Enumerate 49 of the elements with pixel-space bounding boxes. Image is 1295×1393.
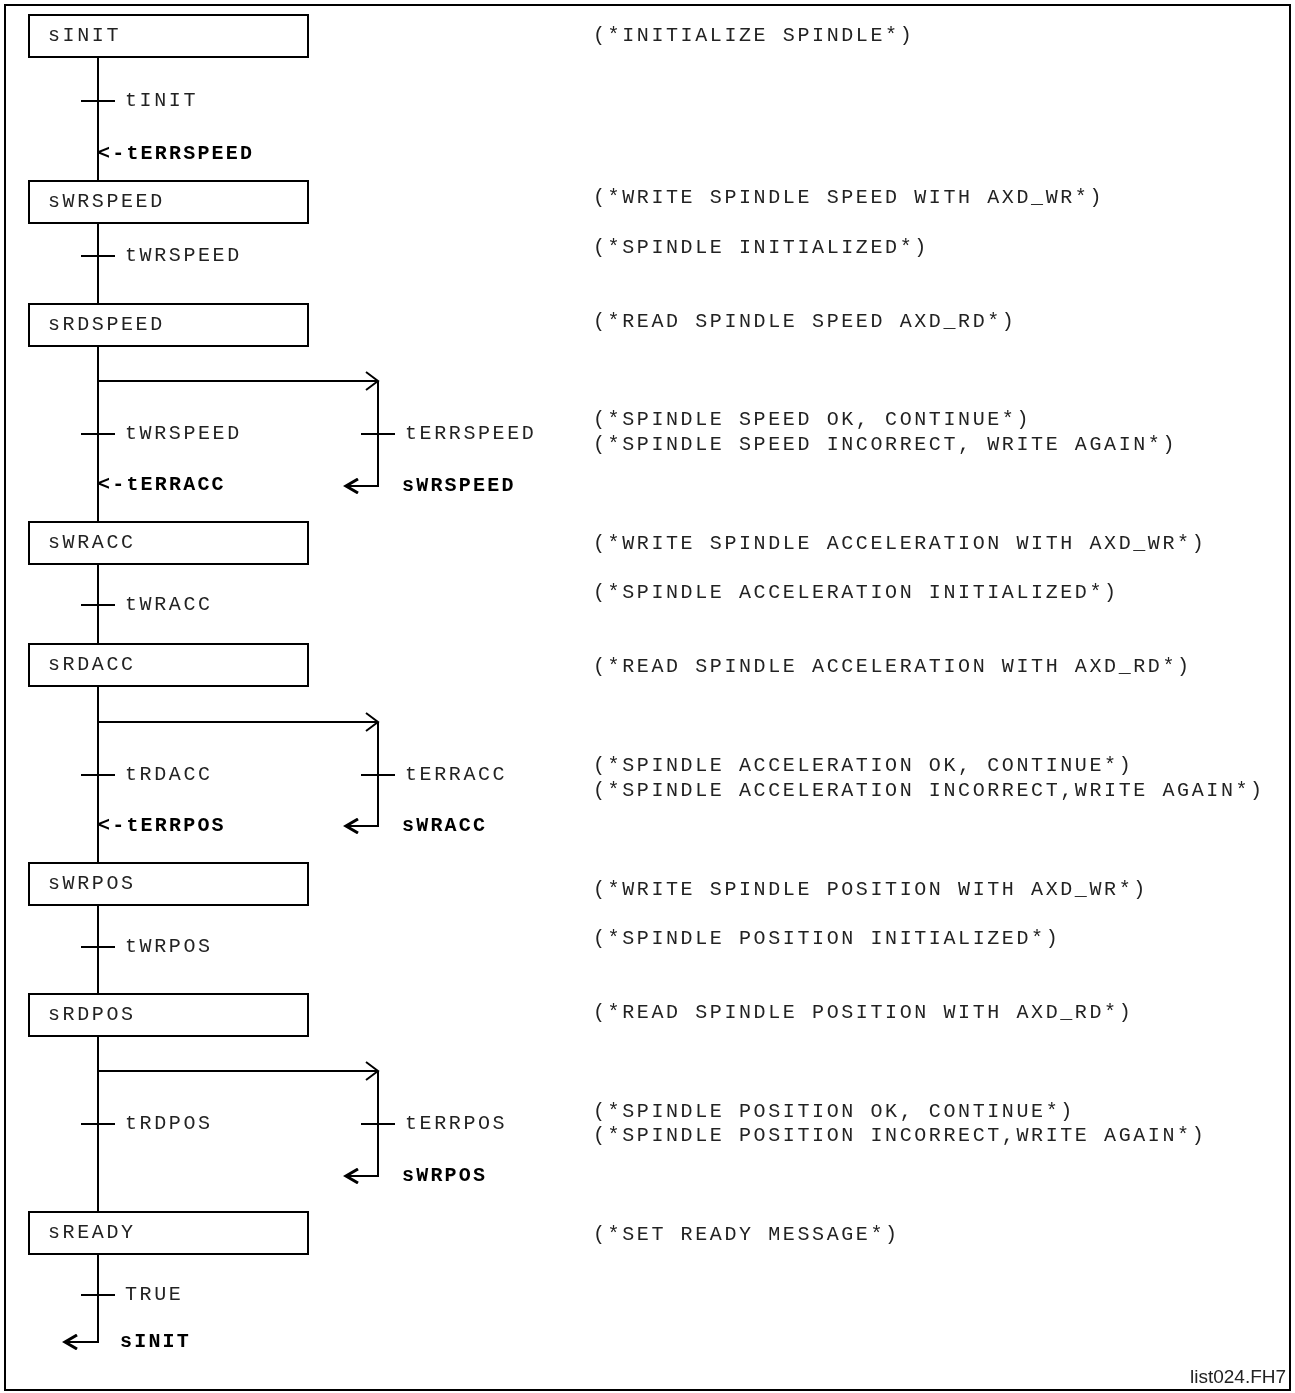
- step-box: sWRPOS: [28, 862, 309, 906]
- step-box: sRDACC: [28, 643, 309, 687]
- transition-label: tWRSPEED: [125, 422, 242, 446]
- jump-target-label: sINIT: [65, 1330, 191, 1354]
- transition-comment: (*READ SPINDLE SPEED AXD_RD*): [593, 310, 1017, 334]
- transition-comment: (*READ SPINDLE POSITION WITH AXD_RD*): [593, 1001, 1134, 1025]
- jump-source-label: <-tERRSPEED: [98, 142, 255, 166]
- step-box: sREADY: [28, 1211, 309, 1255]
- transition-comment: (*WRITE SPINDLE ACCELERATION WITH AXD_WR*): [593, 532, 1207, 556]
- sequence-line: [80, 564, 116, 644]
- transition-comment: (*SPINDLE INITIALIZED*): [593, 236, 929, 260]
- transition-label: tERRSPEED: [405, 422, 537, 446]
- transition-comment: (*SPINDLE SPEED OK, CONTINUE*): [593, 408, 1032, 432]
- sequence-line: [80, 57, 116, 181]
- jump-source-label: <-tERRPOS: [98, 814, 226, 838]
- transition-comment: (*INITIALIZE SPINDLE*): [593, 24, 915, 48]
- transition-comment: (*SPINDLE POSITION INCORRECT,WRITE AGAIN*): [593, 1124, 1207, 1148]
- transition-comment: (*WRITE SPINDLE SPEED WITH AXD_WR*): [593, 186, 1105, 210]
- transition-comment: (*SPINDLE POSITION OK, CONTINUE*): [593, 1100, 1075, 1124]
- transition-comment: (*WRITE SPINDLE POSITION WITH AXD_WR*): [593, 878, 1148, 902]
- transition-label: tRDPOS: [125, 1112, 213, 1136]
- transition-label: tWRSPEED: [125, 244, 242, 268]
- transition-comment: (*SPINDLE ACCELERATION OK, CONTINUE*): [593, 754, 1134, 778]
- transition-label: tINIT: [125, 89, 198, 113]
- step-box: sRDSPEED: [28, 303, 309, 347]
- transition-label: tERRPOS: [405, 1112, 508, 1136]
- sequence-line: [80, 905, 116, 994]
- jump-target-label: sWRACC: [346, 814, 488, 838]
- step-box: sRDPOS: [28, 993, 309, 1037]
- transition-comment: (*SET READY MESSAGE*): [593, 1223, 900, 1247]
- file-name: list024.FH7: [1190, 1365, 1287, 1389]
- step-box: sWRACC: [28, 521, 309, 565]
- jump-target-label: sWRSPEED: [346, 474, 516, 498]
- jump-source-label: <-tERRACC: [98, 473, 226, 497]
- transition-comment: (*SPINDLE ACCELERATION INCORRECT,WRITE AGAIN*): [593, 779, 1265, 803]
- transition-comment: (*READ SPINDLE ACCELERATION WITH AXD_RD*): [593, 655, 1192, 679]
- step-box: sWRSPEED: [28, 180, 309, 224]
- step-box: sINIT: [28, 14, 309, 58]
- jump-target-label: sWRPOS: [346, 1164, 488, 1188]
- transition-label: tWRPOS: [125, 935, 213, 959]
- jump-arrow: [63, 1254, 116, 1351]
- transition-label: TRUE: [125, 1283, 184, 1307]
- transition-label: tERRACC: [405, 763, 508, 787]
- transition-label: tRDACC: [125, 763, 213, 787]
- transition-comment: (*SPINDLE ACCELERATION INITIALIZED*): [593, 581, 1119, 605]
- transition-label: tWRACC: [125, 593, 213, 617]
- sequence-line: [80, 223, 116, 304]
- transition-comment: (*SPINDLE POSITION INITIALIZED*): [593, 927, 1061, 951]
- transition-comment: (*SPINDLE SPEED INCORRECT, WRITE AGAIN*): [593, 433, 1178, 457]
